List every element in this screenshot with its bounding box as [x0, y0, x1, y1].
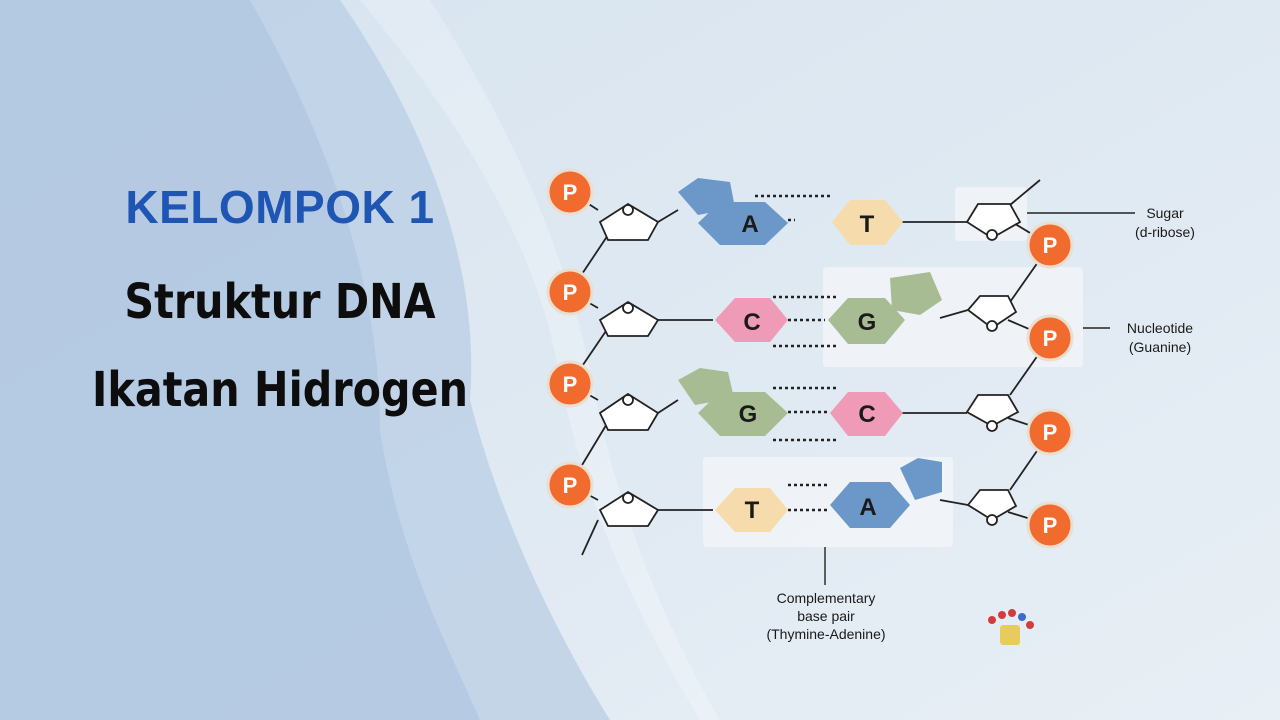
- sugar-pentagon: [598, 490, 660, 527]
- nucleotide-sublabel: (Guanine): [1129, 339, 1191, 355]
- dna-diagram: P P P P P P P P A T C G G C T: [546, 168, 1195, 645]
- svg-text:T: T: [860, 211, 875, 238]
- base-adenine: A: [678, 178, 788, 245]
- group-title: KELOMPOK 1: [125, 181, 435, 233]
- svg-text:P: P: [1043, 326, 1058, 351]
- phosphate-group: P: [546, 360, 594, 408]
- svg-text:G: G: [739, 401, 758, 428]
- svg-text:P: P: [563, 180, 578, 205]
- base-cytosine: C: [830, 392, 903, 436]
- phosphate-group: P: [546, 268, 594, 316]
- sugars-right: [965, 203, 1022, 526]
- phosphate-group: P: [1026, 221, 1074, 269]
- svg-text:C: C: [858, 401, 875, 428]
- svg-text:P: P: [1043, 233, 1058, 258]
- pair-sublabel-detail: (Thymine-Adenine): [766, 626, 885, 642]
- svg-text:P: P: [1043, 513, 1058, 538]
- sugar-sublabel: (d-ribose): [1135, 224, 1195, 240]
- phosphate-group: P: [546, 461, 594, 509]
- title-group: KELOMPOK 1 Struktur DNA Ikatan Hidrogen: [30, 180, 530, 434]
- base-cytosine: C: [715, 298, 788, 342]
- sugar-oxygen: [986, 229, 998, 241]
- base-thymine: T: [715, 488, 788, 532]
- phosphate-group: P: [546, 168, 594, 216]
- phosphate-group: P: [1026, 408, 1074, 456]
- svg-text:P: P: [563, 473, 578, 498]
- base-stems: [657, 209, 969, 511]
- watermark-logo: [988, 609, 1034, 645]
- base-thymine: T: [832, 200, 903, 245]
- base-guanine: G: [828, 272, 942, 344]
- pair-label: Complementary: [777, 590, 876, 606]
- sugar-oxygen: [622, 492, 634, 504]
- sugar-pentagon: [598, 300, 660, 337]
- phosphate-group: P: [1026, 501, 1074, 549]
- sugar-pentagon: [598, 392, 660, 431]
- svg-text:T: T: [745, 497, 760, 524]
- background-wave-light: [0, 0, 480, 720]
- base-adenine: A: [830, 458, 942, 528]
- sugars-left: [598, 202, 660, 527]
- svg-text:P: P: [563, 280, 578, 305]
- sugar-oxygen: [622, 302, 634, 314]
- sugar-oxygen: [622, 394, 634, 406]
- sugar-label: Sugar: [1146, 205, 1184, 221]
- sugar-oxygen: [622, 204, 634, 216]
- nucleotide-label: Nucleotide: [1127, 320, 1193, 336]
- pair-sublabel: base pair: [797, 608, 855, 624]
- sugar-oxygen: [986, 420, 998, 432]
- svg-text:C: C: [743, 309, 760, 336]
- subtitle-hydrogen-bond: Ikatan Hidrogen: [92, 362, 468, 418]
- base-guanine: G: [678, 368, 788, 436]
- sugar-oxygen: [986, 320, 998, 332]
- subtitle-structure: Struktur DNA: [124, 274, 436, 330]
- svg-text:A: A: [859, 494, 876, 521]
- hydrogen-bonds: [755, 194, 838, 512]
- phosphate-group: P: [1026, 314, 1074, 362]
- sugar-pentagon: [598, 202, 660, 241]
- svg-text:P: P: [1043, 420, 1058, 445]
- svg-text:A: A: [741, 211, 758, 238]
- sugar-oxygen: [986, 514, 998, 526]
- phosphates: P P P P P P P P: [546, 168, 1074, 549]
- background-wave-faint: [360, 0, 720, 720]
- svg-text:G: G: [858, 309, 877, 336]
- callout-lines: [824, 212, 1135, 585]
- svg-text:P: P: [563, 372, 578, 397]
